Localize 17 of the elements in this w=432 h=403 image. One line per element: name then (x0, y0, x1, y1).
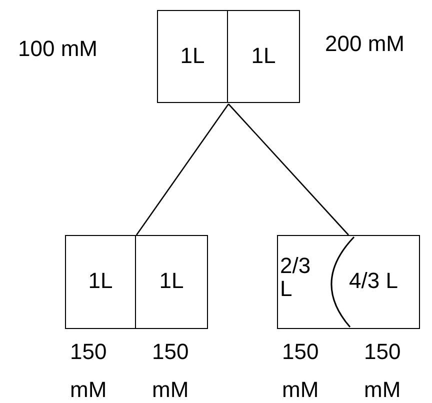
volume-label: 2/3 L (280, 254, 312, 300)
volume-label: 1L (87, 269, 114, 292)
container-drawing (277, 235, 420, 329)
volume-label: 1L (158, 269, 185, 292)
container-drawing (65, 235, 208, 329)
concentration-label: 150 mM (364, 338, 402, 403)
concentration-label: 150 mM (282, 338, 320, 403)
connector-line (228, 104, 349, 236)
concentration-label: 150 mM (70, 338, 108, 403)
concentration-label: 200 mM (325, 30, 406, 58)
concentration-label: 100 mM (18, 35, 98, 63)
connector-line (136, 104, 230, 236)
concentration-label: 150 mM (152, 338, 190, 403)
container-drawing (157, 10, 300, 103)
volume-label: 4/3 L (348, 269, 399, 292)
volume-label: 1L (179, 44, 206, 67)
volume-label: 1L (250, 44, 277, 67)
